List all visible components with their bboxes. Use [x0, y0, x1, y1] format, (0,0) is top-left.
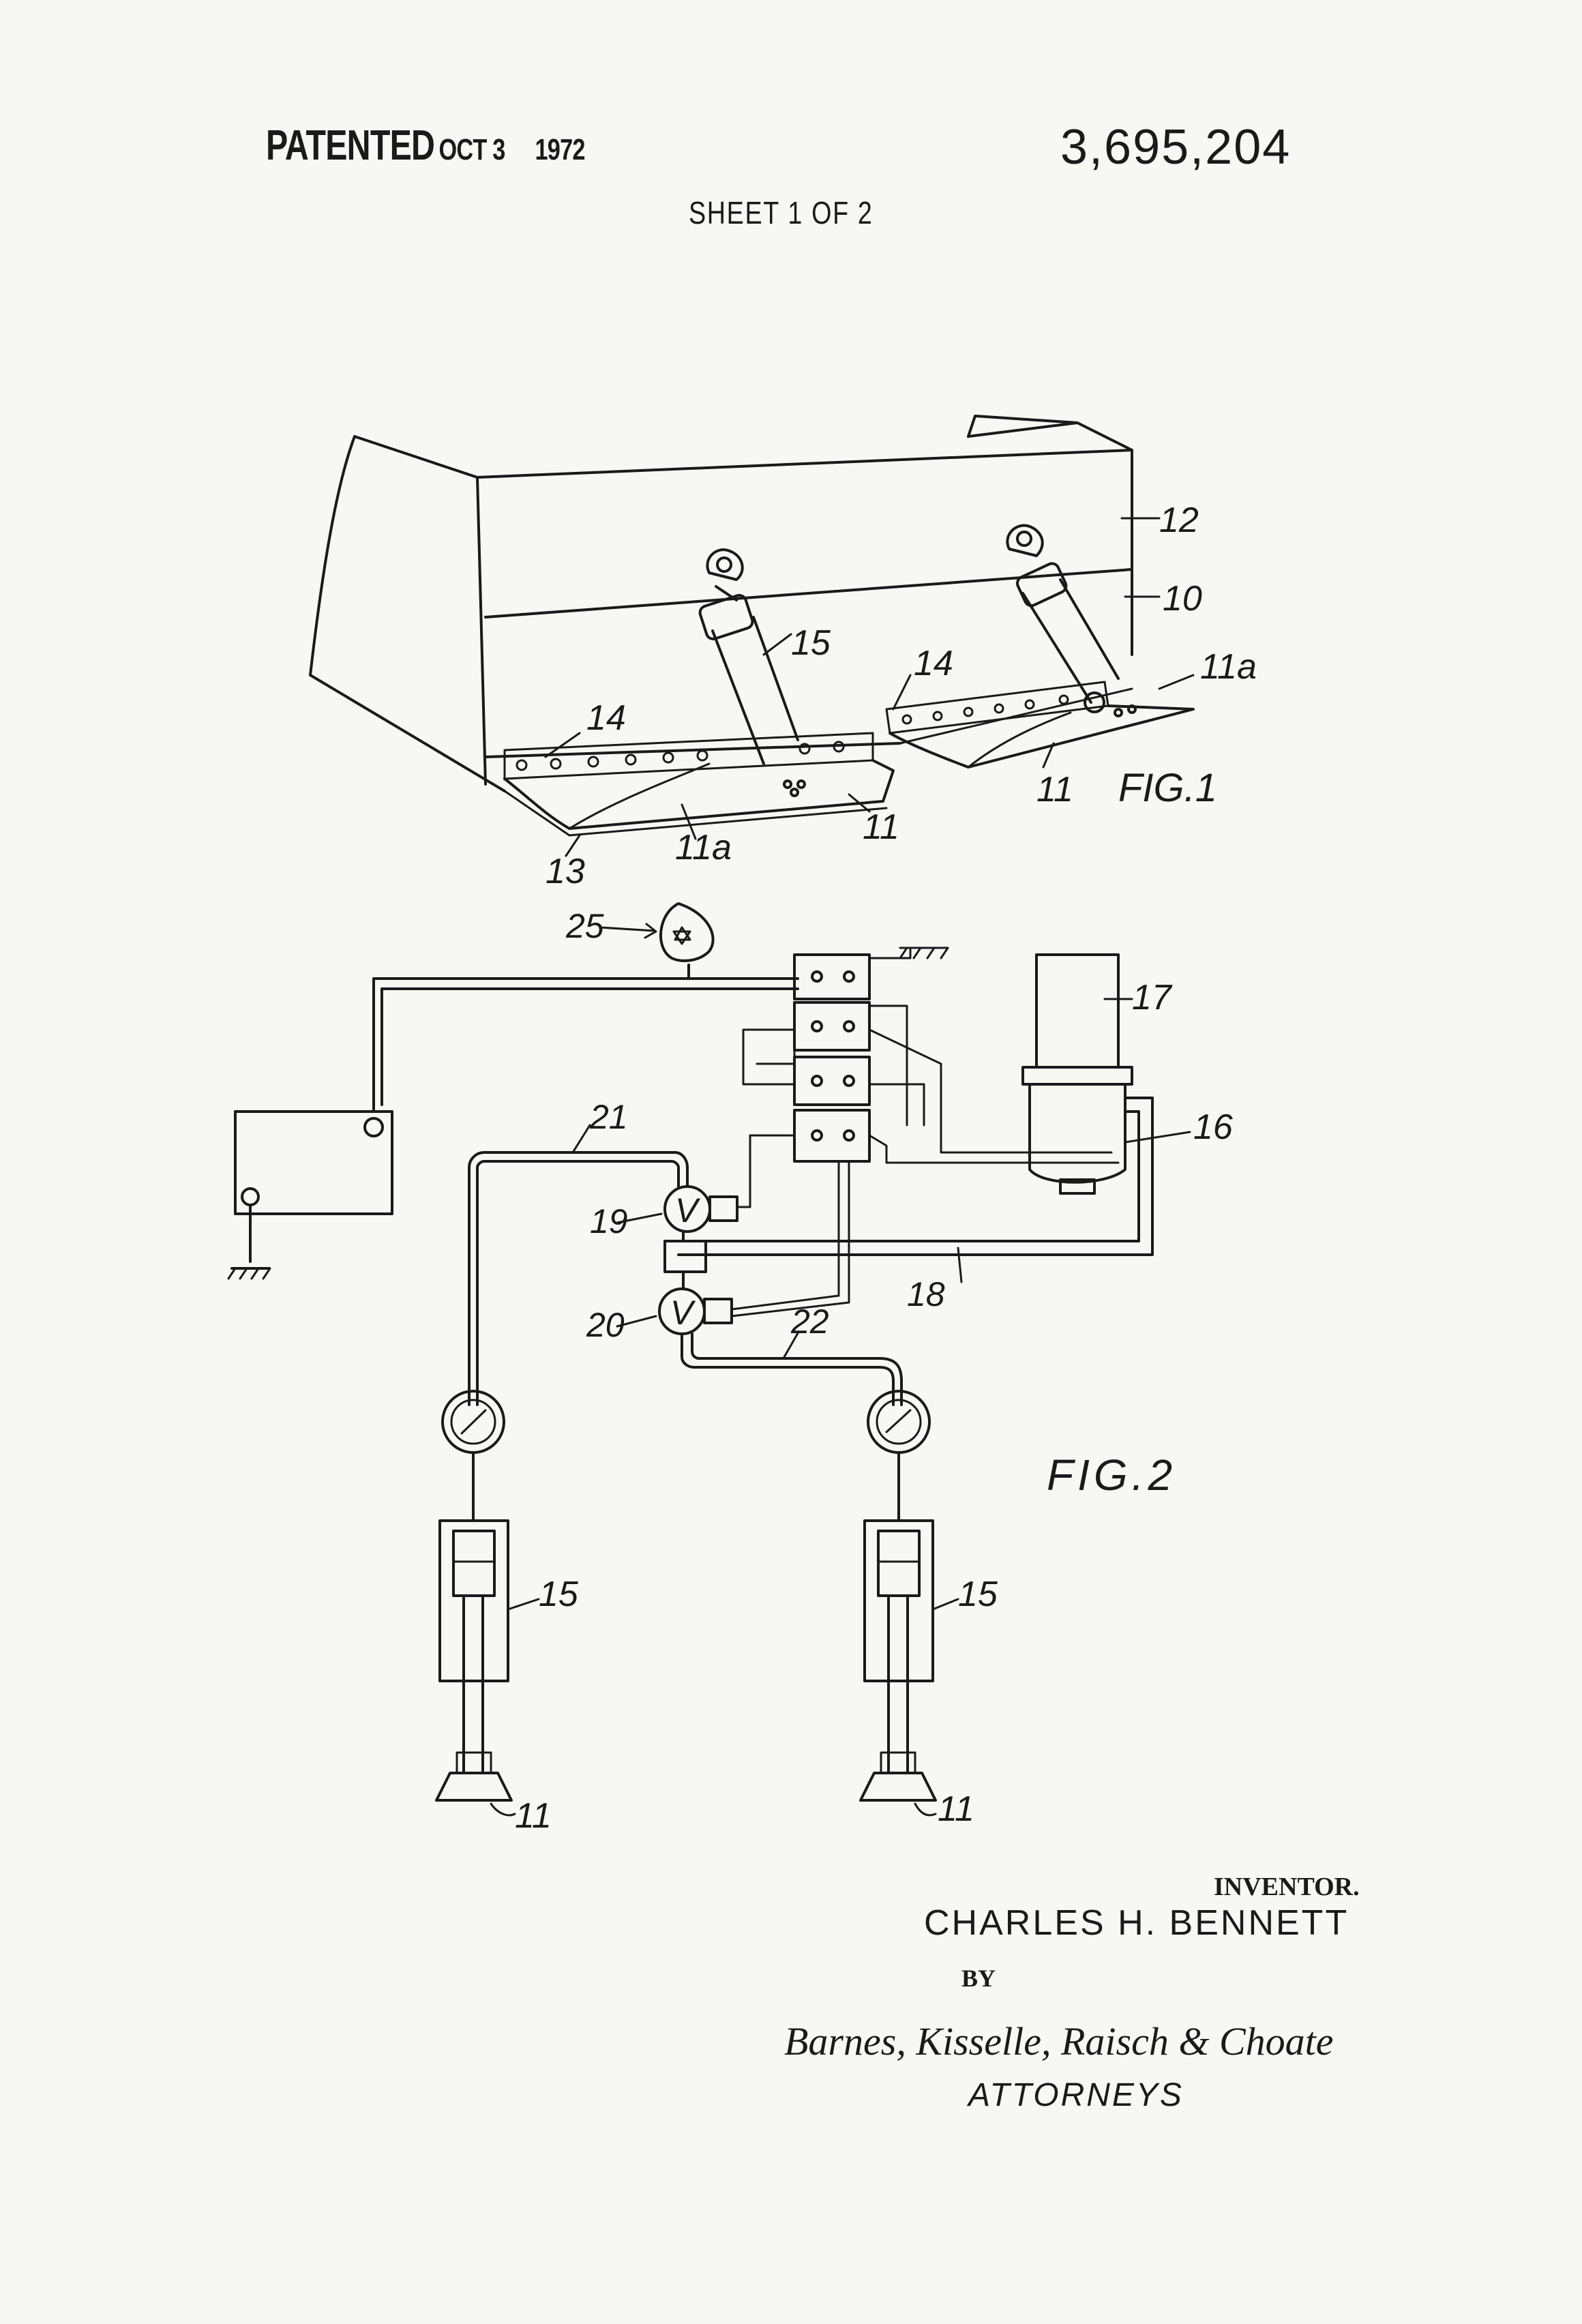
right-blade-mount: [859, 1751, 937, 1817]
fig1-right-cylinder: [1006, 524, 1137, 717]
fig2-ref-20: 20: [586, 1306, 625, 1344]
patent-year: 1972: [535, 133, 585, 166]
warning-light: [659, 902, 715, 962]
pump-motor: [677, 953, 1191, 1256]
fig2-ref-11-right: 11: [938, 1789, 974, 1829]
fig1-label: FIG.1: [1118, 766, 1217, 810]
fig1-left-cylinder: [698, 548, 806, 797]
patented-label: PATENTED: [266, 122, 435, 169]
fig1-ref-11a-right: 11a: [1200, 647, 1257, 687]
inventor-name: CHARLES H. BENNETT: [924, 1903, 1349, 1943]
left-gauge: [441, 1390, 505, 1454]
fig1-ref-13: 13: [546, 852, 585, 891]
fig1-ref-14-right: 14: [914, 644, 953, 683]
right-gauge: [867, 1390, 931, 1454]
fig2-ref-25: 25: [565, 907, 604, 945]
left-cylinder: [438, 1519, 509, 1774]
fig2-ref-17: 17: [1132, 978, 1173, 1017]
fig2-ref-18: 18: [907, 1275, 945, 1313]
attorney-firm-signature: Barnes, Kisselle, Raisch & Choate: [784, 2019, 1334, 2064]
relay-panel: [742, 947, 1120, 1304]
inventor-label: INVENTOR.: [1214, 1873, 1360, 1901]
fig2-ref-19: 19: [590, 1202, 628, 1240]
fig2-label: FIG.2: [1047, 1450, 1176, 1500]
right-cylinder: [863, 1519, 934, 1774]
fig1-ref-10: 10: [1163, 579, 1202, 619]
fig1-ref-14-left: 14: [586, 698, 626, 738]
valve-19: V: [663, 1134, 751, 1233]
attorneys-label: ATTORNEYS: [968, 2077, 1184, 2113]
left-blade-mount: [435, 1751, 516, 1817]
by-label: BY: [961, 1965, 996, 1992]
fig2-ref-16: 16: [1193, 1107, 1233, 1147]
fig1-ref-11a-left: 11a: [675, 828, 732, 867]
fig2-ref-15-left: 15: [539, 1575, 579, 1614]
fig1-ref-11-front: 11: [863, 807, 899, 847]
valve-20-letter: V: [670, 1294, 696, 1332]
fig1-ref-11-right: 11: [1036, 770, 1073, 809]
fig2-ref-11-left: 11: [515, 1796, 552, 1836]
fig1-ref-15: 15: [791, 623, 831, 663]
battery: [227, 1110, 393, 1280]
fig2-ref-15-right: 15: [958, 1575, 998, 1614]
patent-date: OCT 3: [438, 133, 505, 166]
fig2-ref-22: 22: [790, 1302, 829, 1341]
sheet-number: SHEET 1 OF 2: [689, 195, 874, 230]
fig1-ref-12: 12: [1159, 501, 1199, 540]
valve-19-letter: V: [675, 1191, 701, 1230]
fig2-ref-21: 21: [589, 1098, 628, 1136]
patent-number: 3,695,204: [1060, 120, 1292, 175]
fig2-circuit-drawing: 25: [227, 902, 1233, 1836]
fig1-bucket-drawing: 12 10 15 14 11a 14 13 11a 11 11 FIG.1: [309, 415, 1257, 891]
